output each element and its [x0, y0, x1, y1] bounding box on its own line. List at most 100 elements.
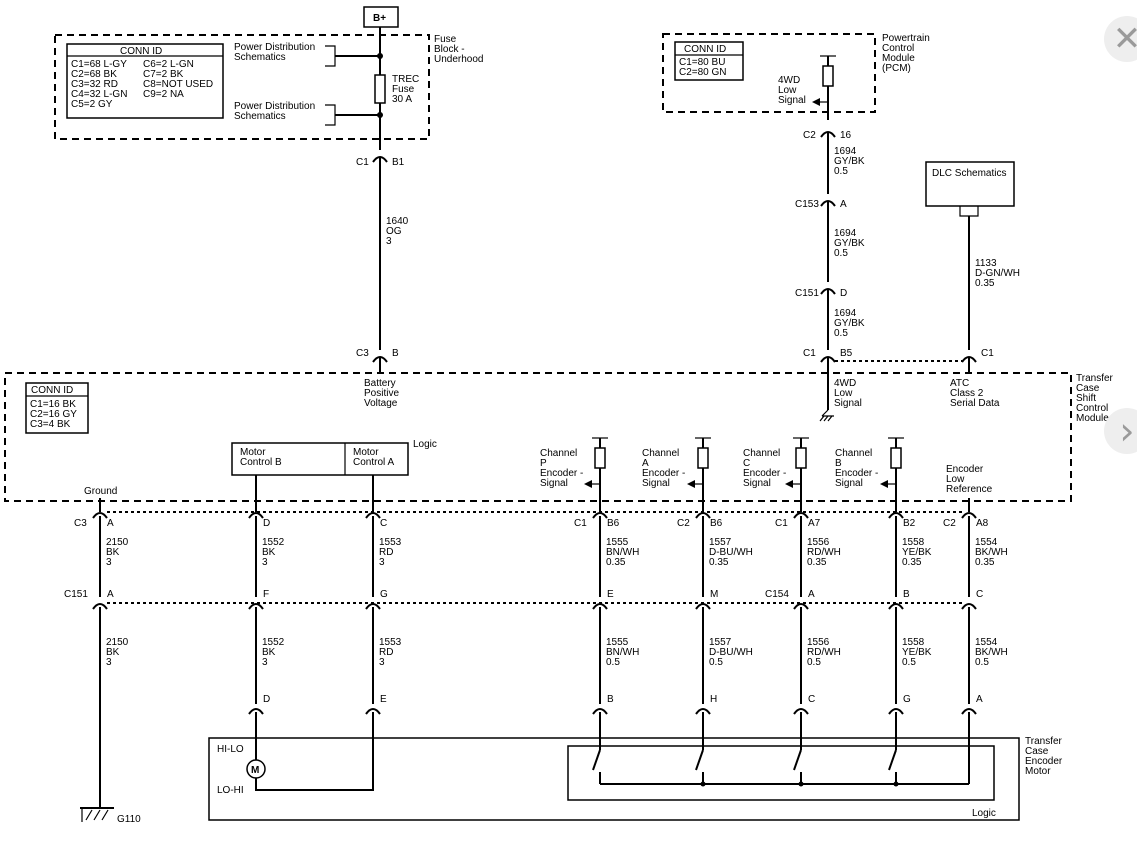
c1-top-label: C1 — [356, 157, 369, 168]
connector-c153 — [820, 200, 836, 207]
c153-left: C153 — [795, 199, 819, 210]
motor-control-logic-box — [231, 442, 409, 476]
row1-connector-2 — [365, 512, 381, 519]
atc-class2-serial-data-label: ATC Class 2 Serial Data — [950, 378, 1000, 409]
connector-c2-16 — [820, 131, 836, 138]
row1-connector-5 — [793, 512, 809, 519]
row3-connector-1 — [365, 708, 381, 715]
row1-connector-6 — [888, 512, 904, 519]
trec-fuse-label: TREC Fuse 30 A — [392, 74, 422, 105]
motor-control-a-label: Motor Control A — [353, 447, 394, 468]
motor-symbol-label: M — [251, 765, 259, 776]
battery-positive-voltage-label: Battery Positive Voltage — [364, 378, 402, 409]
module-4wd-low-signal-label: 4WD Low Signal — [834, 378, 862, 409]
row3-connector-4 — [793, 708, 809, 715]
row2-connector-3 — [592, 603, 608, 610]
pcm-4wd-low-signal-label: 4WD Low Signal — [778, 75, 806, 106]
connector-c1-dlc — [961, 356, 977, 363]
fuse-block-outline — [54, 34, 430, 140]
power-distribution-ref-2: Power Distribution Schematics — [234, 101, 318, 122]
row2-connector-pin-label: M — [710, 589, 718, 600]
power-distribution-ref-1: Power Distribution Schematics — [234, 42, 318, 63]
row1-connector-pin-label: A7 — [808, 518, 821, 529]
row3-connector-pin-label: A — [976, 694, 983, 705]
pcm-conn-id-table — [674, 41, 744, 81]
row3-connector-pin-label: C — [808, 694, 815, 705]
row3-connector-pin-label: B — [607, 694, 614, 705]
row2-connector-6 — [888, 603, 904, 610]
row2-connector-2 — [365, 603, 381, 610]
b1-top-label: B1 — [392, 157, 405, 168]
lo-hi-label: LO-HI — [217, 785, 244, 796]
row1-connector-7 — [961, 512, 977, 519]
row3-connector-6 — [961, 708, 977, 715]
row3-connector-pin-label: E — [380, 694, 387, 705]
row1-connector-pin-label: C — [380, 518, 387, 529]
tcscm-outline — [4, 372, 1072, 502]
row1-connector-pin-label: B6 — [710, 518, 723, 529]
pcm-conn-id-title: CONN ID — [684, 44, 726, 55]
tcscm-conn-id-table — [25, 382, 89, 434]
row1-connector-left-label: C3 — [74, 518, 87, 529]
pcm-pullup-resistor — [822, 65, 834, 87]
wire-1694-b-label: 1694 GY/BK 0.5 — [834, 228, 867, 259]
tcscm-label: Transfer Case Shift Control Module — [1076, 373, 1116, 424]
c1-b5-right: B5 — [840, 348, 853, 359]
c153-right: A — [840, 199, 847, 210]
c1-b5-left: C1 — [803, 348, 816, 359]
pcm-conn-lines: C1=80 BU C2=80 GN — [679, 57, 728, 78]
logic-top-label: Logic — [413, 439, 437, 450]
row1-connector-left-label: C1 — [574, 518, 587, 529]
row1-connector-pin-label: A — [107, 518, 114, 529]
row2-connector-5 — [793, 603, 809, 610]
encoder-logic-box — [567, 745, 995, 801]
channel-p-pullup — [584, 437, 608, 512]
row2-connector-left-label: C151 — [64, 589, 88, 600]
b-connector-label: B — [392, 348, 399, 359]
row2-connector-pin-label: G — [380, 589, 388, 600]
row1-connector-left-label: C2 — [943, 518, 956, 529]
row3-connector-pin-label: G — [903, 694, 911, 705]
hi-lo-label: HI-LO — [217, 744, 244, 755]
next-arrow-icon[interactable]: › — [1104, 408, 1137, 454]
wire-1694-a-label: 1694 GY/BK 0.5 — [834, 146, 867, 177]
dlc-schematics-label: DLC Schematics — [932, 168, 1006, 179]
row1-connector-1 — [248, 512, 264, 519]
c151-d-left: C151 — [795, 288, 819, 299]
c2-16-left: C2 — [803, 130, 816, 141]
row1-connector-pin-label: B2 — [903, 518, 916, 529]
row3-connector-5 — [888, 708, 904, 715]
connector-c1-b5 — [820, 356, 836, 363]
row1-connector-left-label: C1 — [775, 518, 788, 529]
row3-connector-3 — [695, 708, 711, 715]
c1-dlc-label: C1 — [981, 348, 994, 359]
row2-connector-pin-label: A — [107, 589, 114, 600]
tcscm-conn-lines: C1=16 BK C2=16 GY C3=4 BK — [30, 399, 80, 430]
row2-connector-4 — [695, 603, 711, 610]
row2-connector-pin-label: E — [607, 589, 614, 600]
connector-c151-d — [820, 288, 836, 295]
encoder-low-reference-label: Encoder Low Reference — [946, 464, 993, 495]
row2-connector-pin-label: B — [903, 589, 910, 600]
row2-connector-7 — [961, 603, 977, 610]
fuse-conn-id-title: CONN ID — [120, 46, 162, 57]
close-icon[interactable]: ✕ — [1104, 16, 1137, 62]
row3-connector-2 — [592, 708, 608, 715]
channel-c-pullup — [785, 437, 809, 512]
g110-label: G110 — [117, 814, 141, 825]
